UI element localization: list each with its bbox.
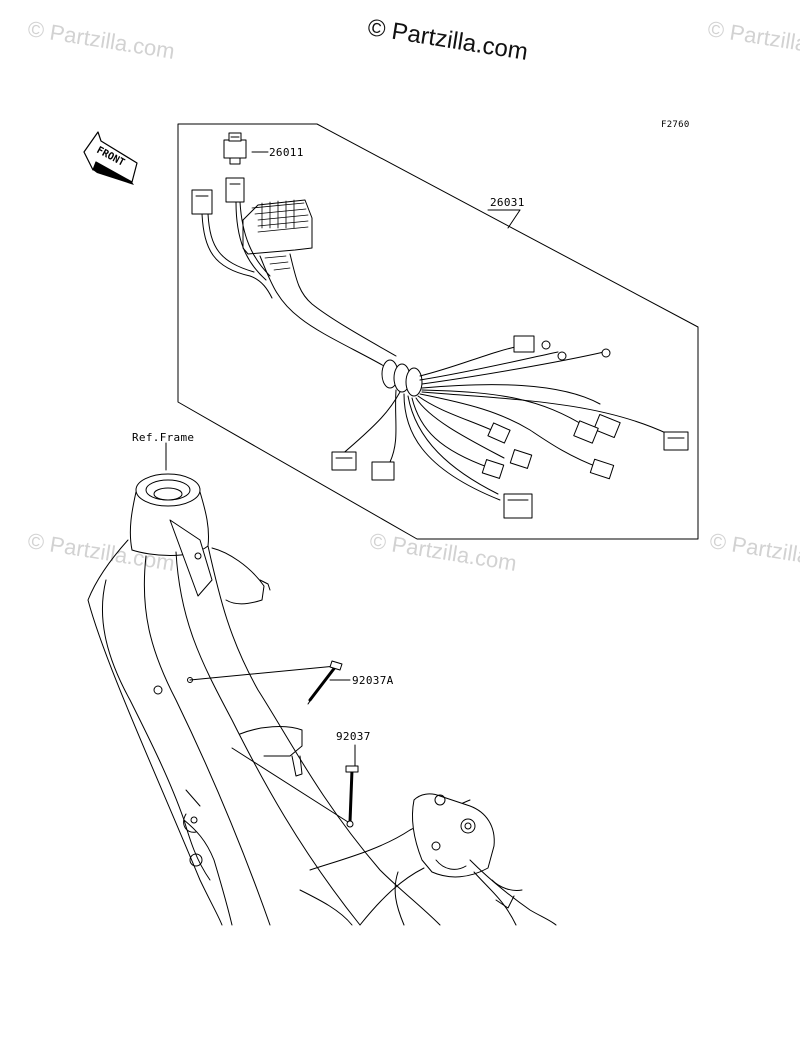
wiring-harness-26031 <box>191 177 689 519</box>
bolt-92037 <box>345 765 359 828</box>
callout-92037a: 92037A <box>352 674 394 687</box>
figure-code: F2760 <box>661 120 690 130</box>
motorcycle-frame <box>87 473 557 926</box>
front-arrow-icon: FRONT <box>83 131 138 185</box>
leader-26031-tail <box>507 209 521 229</box>
bolt-92037a <box>307 660 343 705</box>
callout-ref-frame: Ref.Frame <box>132 431 195 444</box>
leader-92037-frame <box>231 747 349 823</box>
callout-92037: 92037 <box>336 730 371 743</box>
connector-26011 <box>223 132 247 165</box>
leader-92037a-frame <box>189 665 337 681</box>
callout-26031: 26031 <box>490 196 525 209</box>
harness-group-outline <box>177 123 699 540</box>
callout-26011: 26011 <box>269 146 304 159</box>
